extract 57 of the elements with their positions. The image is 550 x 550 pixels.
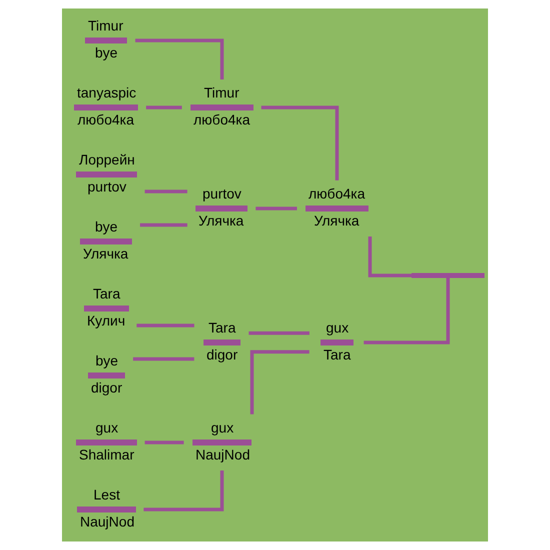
connector xyxy=(256,206,297,210)
connector xyxy=(135,38,224,80)
node-label: NaujNod xyxy=(80,514,134,530)
node-box xyxy=(192,440,252,446)
node-box xyxy=(190,104,254,110)
connector xyxy=(364,278,450,344)
node-box xyxy=(77,506,136,512)
node-label: gux xyxy=(96,420,118,436)
connector xyxy=(144,440,184,444)
node-box xyxy=(76,172,137,178)
node-box xyxy=(88,372,125,378)
node-box xyxy=(306,206,368,212)
node-box xyxy=(80,238,132,244)
connector xyxy=(136,324,194,328)
node-box xyxy=(74,104,138,110)
node-box xyxy=(85,38,127,44)
node-box xyxy=(320,340,354,346)
node-label: Улячка xyxy=(314,212,360,229)
node-label: gux xyxy=(326,320,349,336)
node-label: Shalimar xyxy=(79,446,134,463)
node-label: digor xyxy=(91,380,122,396)
node-label: Timur xyxy=(204,84,240,101)
node-label: Tara xyxy=(93,286,120,302)
node-box xyxy=(196,206,248,212)
node-label: любо4ка xyxy=(308,186,365,202)
connector xyxy=(146,106,182,110)
node-label: любо4ка xyxy=(194,112,250,128)
node-label: bye xyxy=(95,44,118,61)
node-label: Улячка xyxy=(83,246,128,262)
connector xyxy=(140,223,188,227)
node-label: Улячка xyxy=(198,212,244,229)
node-label: любо4ка xyxy=(78,112,134,128)
connector xyxy=(248,331,310,335)
connector xyxy=(133,357,194,361)
node-label: NaujNod xyxy=(196,446,250,463)
node-label: Tara xyxy=(324,346,351,363)
node-label: Кулич xyxy=(87,312,126,329)
node-label: Lest xyxy=(94,486,120,503)
node-label: purtov xyxy=(88,178,126,195)
node-label: purtov xyxy=(202,186,242,202)
connector xyxy=(144,470,224,512)
node-bar xyxy=(412,273,484,278)
node-box xyxy=(84,306,129,312)
node-label: bye xyxy=(96,352,118,369)
connector xyxy=(368,236,412,278)
node-box xyxy=(76,440,137,446)
node-label: digor xyxy=(206,346,238,363)
node-label: Timur xyxy=(88,18,124,34)
node-label: Tara xyxy=(208,320,236,336)
connector xyxy=(144,190,188,194)
connector xyxy=(261,106,339,180)
connector xyxy=(250,350,310,414)
node-label: Лоррейн xyxy=(79,152,135,168)
node-label: tanyaspic xyxy=(77,84,136,101)
node-label: bye xyxy=(95,218,118,235)
node-box xyxy=(204,340,240,346)
node-label: gux xyxy=(211,420,234,436)
